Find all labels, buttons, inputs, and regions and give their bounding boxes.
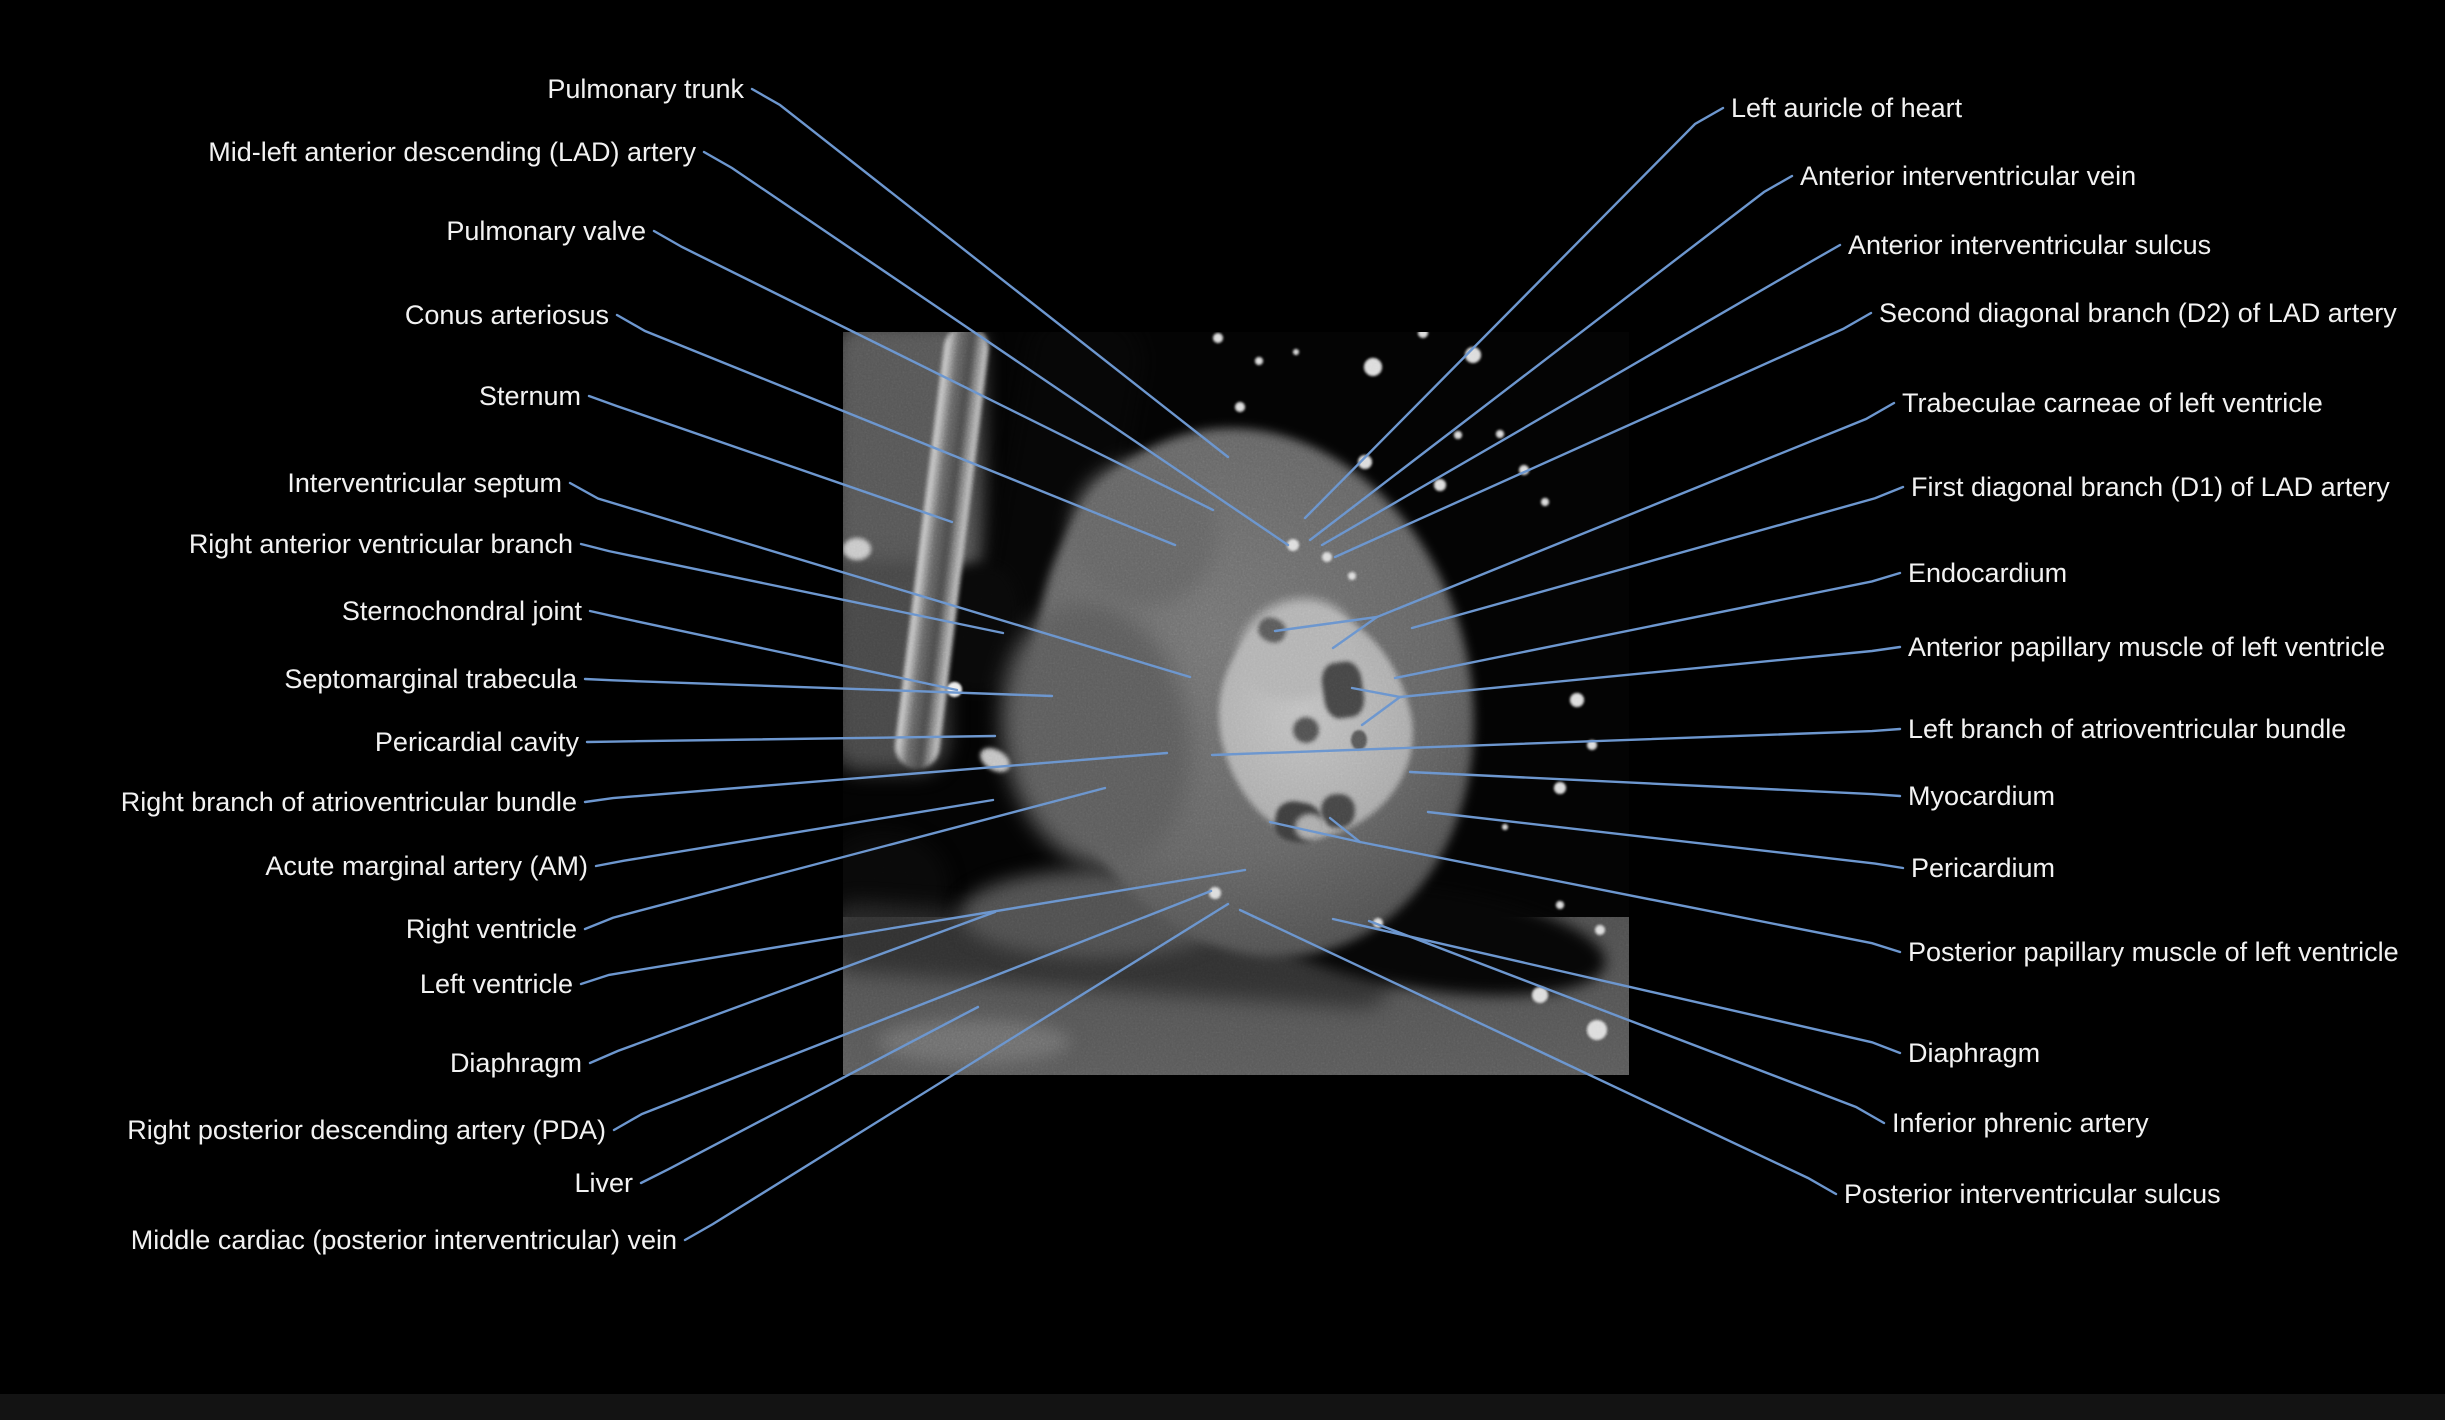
anatomy-label: Pulmonary valve <box>446 216 646 246</box>
anatomy-label: Inferior phrenic artery <box>1892 1108 2149 1138</box>
anatomy-label: Endocardium <box>1908 558 2068 588</box>
anatomy-label: Pericardial cavity <box>374 727 579 757</box>
anatomy-label: Mid-left anterior descending (LAD) arter… <box>208 137 696 167</box>
anatomy-label: Right branch of atrioventricular bundle <box>120 787 577 817</box>
anatomy-label: Posterior papillary muscle of left ventr… <box>1908 937 2399 967</box>
anatomy-label: Septomarginal trabecula <box>284 664 577 694</box>
anatomy-label: Second diagonal branch (D2) of LAD arter… <box>1879 298 2397 328</box>
anatomy-label: Right ventricle <box>405 914 577 944</box>
anatomy-label: Left ventricle <box>419 969 573 999</box>
anatomy-label: Right anterior ventricular branch <box>188 529 573 559</box>
anatomy-label: Anterior interventricular sulcus <box>1848 230 2212 260</box>
anatomy-label: Acute marginal artery (AM) <box>265 851 588 881</box>
anatomy-label: Liver <box>574 1168 633 1198</box>
anatomy-label: Left branch of atrioventricular bundle <box>1908 714 2347 744</box>
anatomy-label: Diaphragm <box>449 1048 582 1078</box>
ct-scan-image <box>843 332 1629 1075</box>
anatomy-label: Right posterior descending artery (PDA) <box>127 1115 606 1145</box>
anatomy-label: Middle cardiac (posterior interventricul… <box>130 1225 677 1255</box>
anatomy-label: Anterior interventricular vein <box>1800 161 2137 191</box>
anatomy-label: First diagonal branch (D1) of LAD artery <box>1911 472 2390 502</box>
anatomy-label: Anterior papillary muscle of left ventri… <box>1908 632 2386 662</box>
ct-noise-texture <box>843 332 1629 1075</box>
anatomy-label: Conus arteriosus <box>404 300 609 330</box>
anatomy-label: Interventricular septum <box>287 468 562 498</box>
anatomy-label: Pericardium <box>1911 853 2056 883</box>
anatomy-label: Trabeculae carneae of left ventricle <box>1902 388 2323 418</box>
anatomy-label: Sternochondral joint <box>341 596 582 626</box>
anatomy-label: Pulmonary trunk <box>547 74 744 104</box>
anatomy-label: Sternum <box>478 381 581 411</box>
anatomy-label: Posterior interventricular sulcus <box>1844 1179 2221 1209</box>
anatomy-label: Myocardium <box>1908 781 2056 811</box>
anatomy-label: Diaphragm <box>1908 1038 2041 1068</box>
bottom-bar <box>0 1394 2445 1420</box>
anatomy-label: Left auricle of heart <box>1731 93 1963 123</box>
